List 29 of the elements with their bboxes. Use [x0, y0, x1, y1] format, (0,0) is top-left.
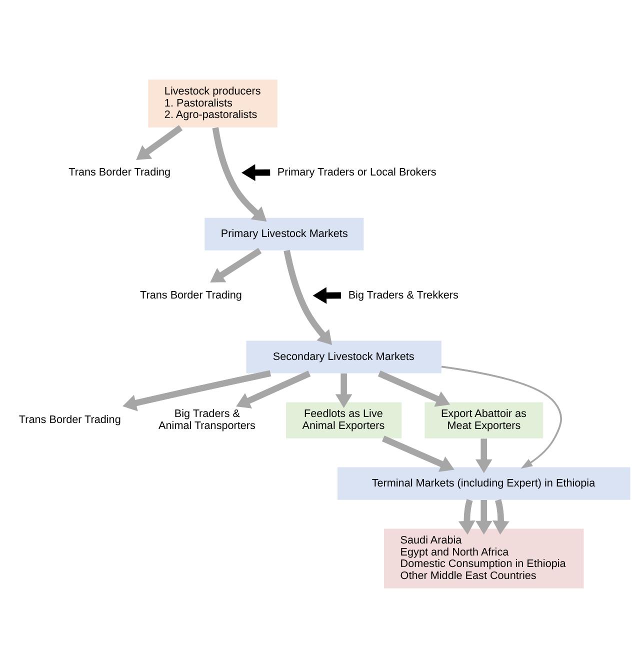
node-box: Secondary Livestock Markets: [246, 340, 442, 374]
arrow: [475, 500, 492, 535]
arrow: [475, 438, 492, 474]
node-box: Livestock producers 1. Pastoralists 2. Agro-pastoralists: [148, 80, 278, 128]
node-box: Feedlots as Live Animal Exporters: [286, 402, 402, 438]
node-text: Big Traders & Trekkers: [348, 289, 458, 302]
node-text: Big Traders & Animal Transporters: [158, 408, 256, 432]
arrow: [210, 248, 262, 283]
node-text: Trans Border Trading: [140, 289, 242, 302]
arrow: [242, 164, 270, 182]
arrow: [122, 370, 272, 412]
node-text: Primary Traders or Local Brokers: [277, 166, 436, 178]
arrow: [212, 127, 267, 222]
node-text: Trans Border Trading: [18, 414, 121, 426]
arrow: [335, 373, 352, 408]
node-box: Primary Livestock Markets: [204, 218, 364, 250]
arrow: [236, 370, 311, 409]
arrow: [458, 499, 476, 535]
node-text: Trans Border Trading: [68, 166, 171, 178]
node-box: Saudi Arabia Egypt and North Africa Domestic Consumption in Ethiopia Other Middle East Countries: [384, 528, 584, 588]
arrow: [312, 287, 341, 304]
node-box: Export Abattoir as Meat Exporters: [424, 402, 544, 438]
arrow: [378, 370, 450, 407]
arrow: [284, 250, 332, 345]
arrow: [441, 366, 562, 469]
arrow: [382, 436, 454, 472]
arrow: [492, 499, 510, 535]
node-box: Terminal Markets (including Expert) in Ethiopia: [338, 467, 630, 500]
arrow: [136, 125, 183, 160]
